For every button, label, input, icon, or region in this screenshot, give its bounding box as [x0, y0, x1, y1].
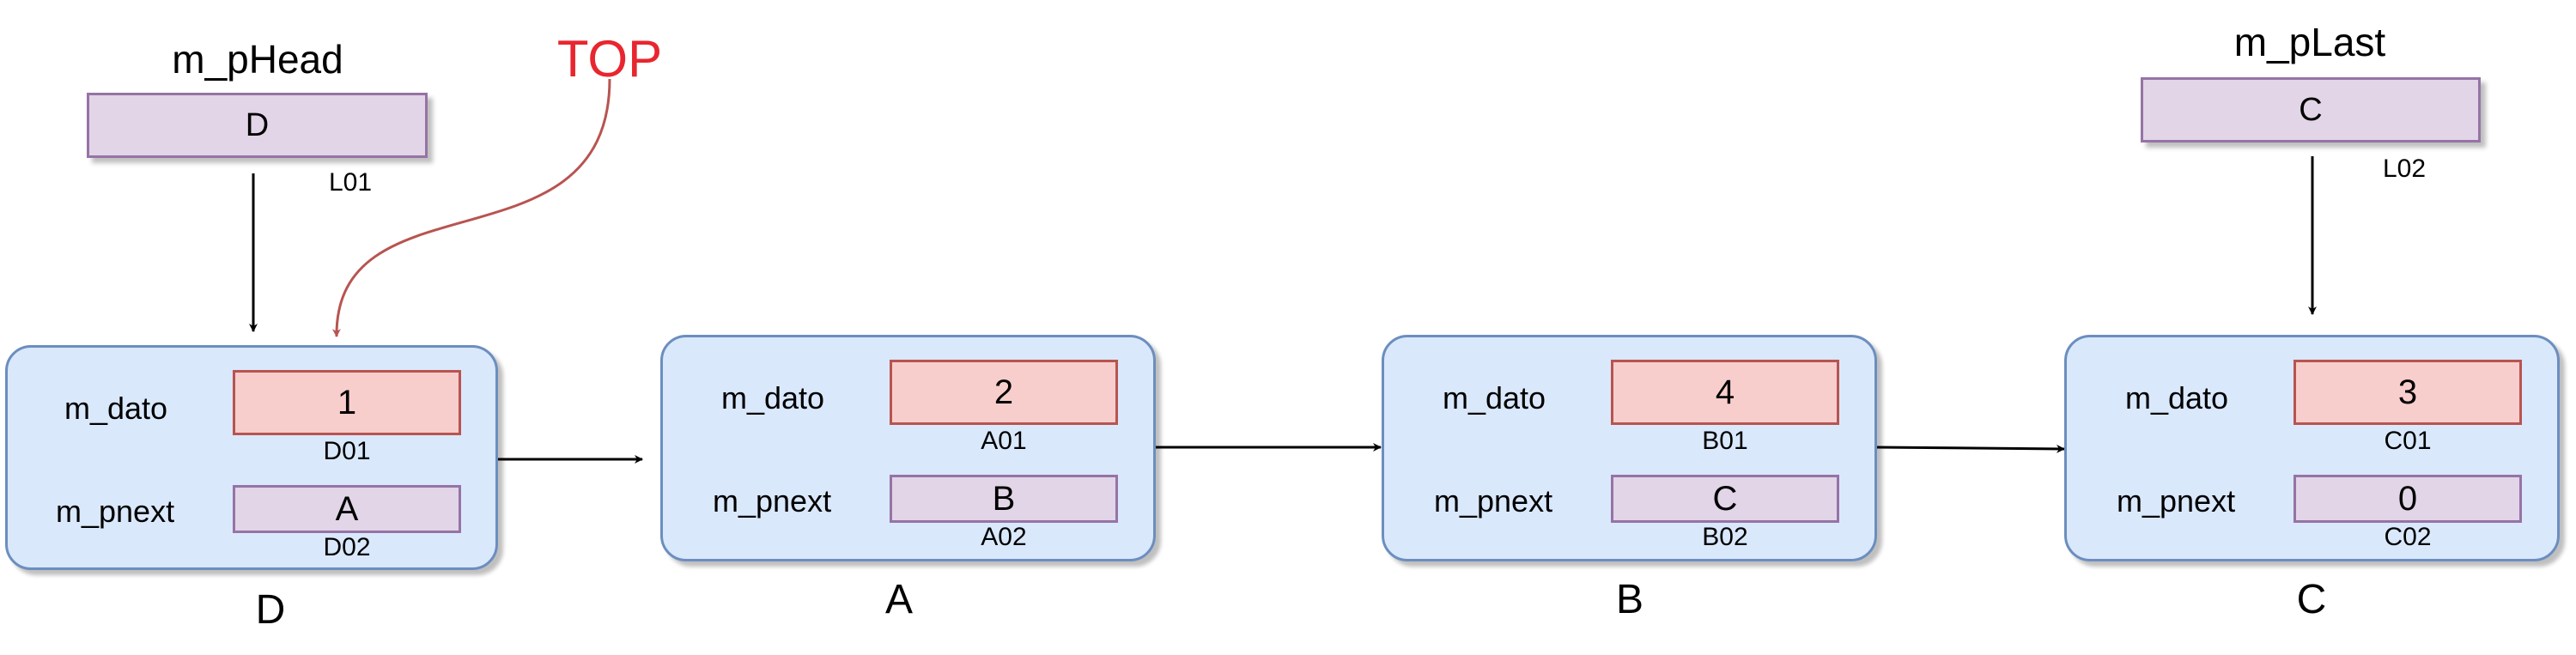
node-c-pnext-label: m_pnext [2117, 483, 2236, 519]
top-label: TOP [556, 30, 663, 88]
node-d-name: D [255, 587, 286, 633]
node-d-pnext-label: m_pnext [56, 494, 175, 529]
node-c-dato-box[interactable]: 3 [2293, 360, 2522, 425]
node-d-dato-value: 1 [337, 383, 357, 422]
node-b-name: B [1615, 577, 1643, 622]
node-b-dato-box[interactable]: 4 [1611, 360, 1839, 425]
node-d-dato-box[interactable]: 1 [233, 370, 461, 435]
node-c-dato-address: C01 [2384, 427, 2432, 455]
node-a-dato-label: m_dato [721, 380, 825, 415]
node-c-pnext-address: C02 [2384, 523, 2432, 551]
node-a-dato-value: 2 [993, 373, 1014, 411]
node-b-pnext-value: C [1712, 479, 1738, 518]
node-c-pnext-box[interactable]: 0 [2293, 475, 2522, 523]
node-c-dato-label: m_dato [2125, 380, 2229, 415]
node-c-name: C [2296, 577, 2327, 622]
node-b-pnext-label: m_pnext [1434, 483, 1553, 519]
last-pointer-address: L02 [2382, 155, 2427, 183]
node-a-pnext-address: A02 [981, 523, 1027, 551]
last-pointer-title: m_pLast [2233, 20, 2386, 64]
node-b-dato-label: m_dato [1443, 380, 1546, 415]
node-d-dato-label: m_dato [64, 391, 168, 426]
node-b-pnext-address: B02 [1702, 523, 1748, 551]
node-b-dato-value: 4 [1715, 373, 1735, 411]
node-b-pnext-box[interactable]: C [1611, 475, 1839, 523]
node-d-pnext-value: A [335, 489, 359, 528]
head-pointer-address: L01 [328, 168, 373, 197]
node-a-dato-box[interactable]: 2 [890, 360, 1118, 425]
node-c[interactable]: m_dato 3 C01 m_pnext 0 C02 [2064, 335, 2560, 561]
head-pointer-value: D [245, 106, 270, 143]
node-b-to-node-c-arrow [1876, 444, 2065, 453]
node-a-pnext-label: m_pnext [713, 483, 832, 519]
last-pointer-box[interactable]: C [2141, 77, 2481, 143]
head-pointer-box[interactable]: D [87, 93, 428, 158]
top-pointer-arrow [331, 78, 611, 337]
node-b-dato-address: B01 [1702, 427, 1748, 455]
node-a-dato-address: A01 [981, 427, 1027, 455]
node-d-pnext-address: D02 [323, 533, 371, 561]
node-a-pnext-value: B [992, 479, 1016, 518]
last-pointer-value: C [2299, 91, 2323, 128]
node-a-pnext-box[interactable]: B [890, 475, 1118, 523]
node-b[interactable]: m_dato 4 B01 m_pnext C B02 [1382, 335, 1877, 561]
node-c-pnext-value: 0 [2397, 479, 2418, 518]
head-pointer-title: m_pHead [172, 37, 343, 82]
node-d-pnext-box[interactable]: A [233, 485, 461, 533]
node-d-dato-address: D01 [323, 437, 371, 465]
node-d[interactable]: m_dato 1 D01 m_pnext A D02 [5, 345, 498, 570]
node-c-dato-value: 3 [2397, 373, 2418, 411]
node-a-name: A [884, 577, 913, 622]
node-a[interactable]: m_dato 2 A01 m_pnext B A02 [660, 335, 1156, 561]
